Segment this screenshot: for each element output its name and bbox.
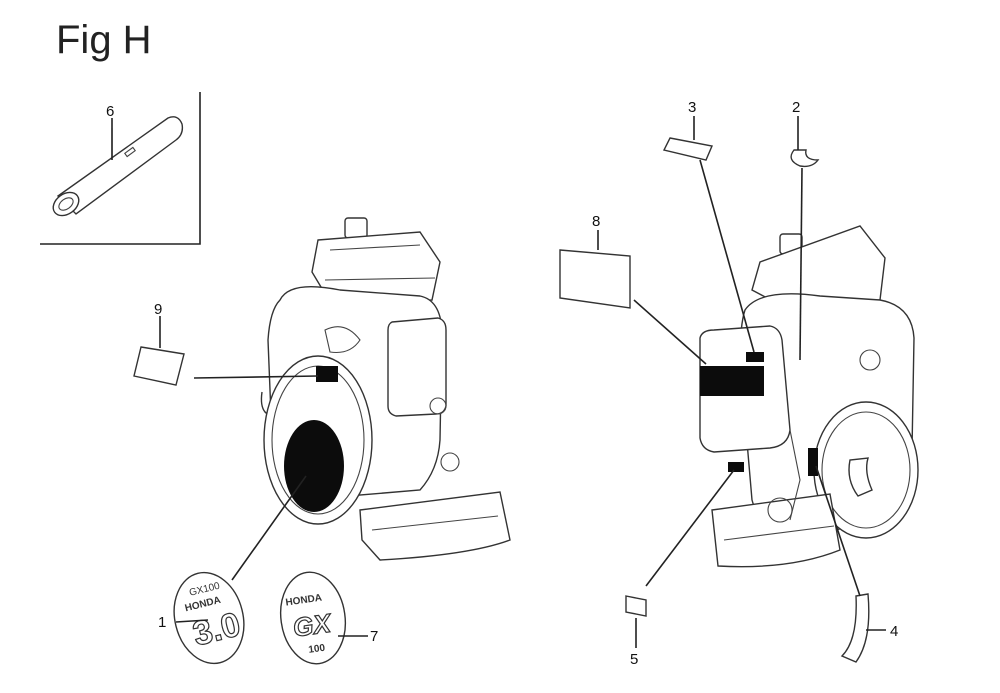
label-location-8 — [700, 366, 764, 396]
label-location-9 — [316, 366, 338, 382]
label-location-3 — [746, 352, 764, 362]
callout-1: 1 — [158, 614, 166, 631]
callout-8: 8 — [592, 213, 600, 230]
emblem-location-left — [284, 420, 344, 512]
label-part-4 — [840, 593, 870, 663]
callout-4: 4 — [890, 623, 898, 640]
callout-6: 6 — [106, 103, 114, 120]
engine-left — [260, 217, 511, 561]
label-part-8 — [559, 249, 631, 309]
label-part-9 — [133, 346, 185, 386]
leader-lines — [111, 116, 886, 648]
callout-7: 7 — [370, 628, 378, 645]
engine-right — [699, 225, 919, 568]
emblem-7-line3: 100 — [308, 643, 326, 656]
callout-3: 3 — [688, 99, 696, 116]
label-part-5 — [625, 595, 647, 617]
callout-2: 2 — [792, 99, 800, 116]
tool-box-frame — [40, 92, 201, 245]
emblem-part-7: HONDA GX 100 — [279, 571, 347, 665]
label-part-2 — [790, 149, 820, 168]
emblem-part-1: GX100 HONDA 3.0 — [173, 571, 245, 665]
plug-wrench — [52, 116, 184, 217]
figure-title: Fig H — [56, 18, 152, 62]
label-location-4 — [808, 448, 818, 476]
label-part-3 — [662, 137, 713, 161]
label-location-5 — [728, 462, 744, 472]
emblem-7-line1: HONDA — [285, 593, 323, 609]
emblem-7-line2: GX — [291, 608, 334, 643]
callout-5: 5 — [630, 651, 638, 668]
callout-9: 9 — [154, 301, 162, 318]
callout-labels: 6 9 1 7 8 3 2 5 4 — [106, 99, 898, 668]
